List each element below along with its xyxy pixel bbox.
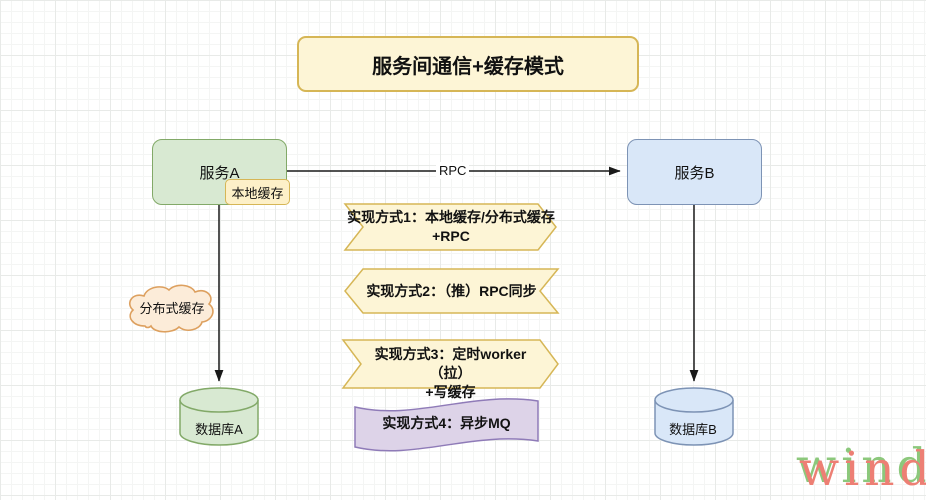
- banner1-step-shape: [343, 203, 557, 251]
- banner1-line1: 实现方式1：本地缓存/分布式缓存: [347, 209, 555, 225]
- diagram-title: 服务间通信+缓存模式: [297, 36, 639, 92]
- watermark-text: wind: [799, 442, 926, 497]
- service-b-node: 服务B: [627, 139, 762, 205]
- local-cache-label: 本地缓存: [231, 185, 284, 201]
- banner3-text: 实现方式3：定时worker （拉） +写缓存: [361, 345, 540, 402]
- database-a-label: 数据库A: [195, 421, 243, 437]
- distributed-cache-label: 分布式缓存: [139, 300, 205, 316]
- banner2-step-shape: [344, 268, 560, 314]
- banner4-tape-shape: [354, 398, 539, 452]
- database-a-cylinder-body: [179, 400, 259, 446]
- diagram-title-text: 服务间通信+缓存模式: [372, 55, 564, 78]
- database-b-cylinder-body: [654, 400, 734, 446]
- distributed-cache-cloud: [129, 284, 214, 333]
- database-b-label: 数据库B: [669, 421, 717, 437]
- banner1-line2: +RPC: [432, 228, 470, 244]
- service-b-label: 服务B: [674, 164, 715, 182]
- banner3-line1: 实现方式3：定时worker （拉）: [374, 346, 527, 381]
- banner3-line2: +写缓存: [425, 384, 476, 400]
- banner3-step-shape: [341, 339, 559, 389]
- database-a-cylinder-top: [179, 387, 259, 413]
- database-b-cylinder-top: [654, 387, 734, 413]
- service-a-label: 服务A: [199, 164, 240, 182]
- banner4-text: 实现方式4：异步MQ: [382, 414, 511, 431]
- banner1-text: 实现方式1：本地缓存/分布式缓存 +RPC: [345, 208, 557, 246]
- banner2-text: 实现方式2：（推）RPC同步: [366, 282, 537, 299]
- local-cache-node: 本地缓存: [225, 179, 290, 205]
- rpc-edge-label: RPC: [436, 162, 470, 179]
